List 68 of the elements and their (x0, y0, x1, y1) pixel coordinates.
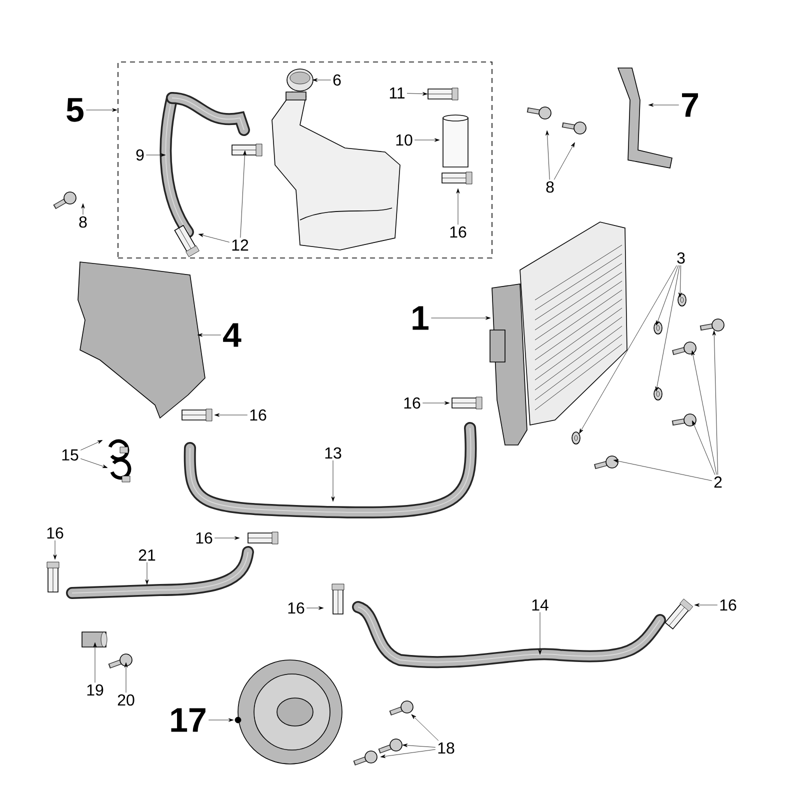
leader-line (214, 536, 240, 540)
leader-line (538, 612, 542, 655)
group-frame (118, 62, 492, 258)
callout-number: 19 (87, 684, 104, 696)
callout-number: 14 (532, 600, 548, 610)
leader-line (86, 108, 118, 112)
callout-number: 16 (450, 226, 466, 238)
leader-line (456, 188, 460, 225)
leader-line (678, 265, 682, 298)
leader-line (197, 333, 222, 337)
callout-number: 3 (677, 252, 685, 264)
callout-number: 16 (288, 602, 304, 614)
callout-number: 18 (438, 742, 454, 754)
leader-line (712, 330, 718, 475)
leader-line (306, 606, 324, 610)
leader-line (93, 642, 97, 683)
leader-line (406, 92, 428, 96)
callout-number: 16 (196, 532, 212, 544)
part-number: 5 (66, 98, 84, 122)
callout-number: 16 (250, 409, 266, 421)
leader-line (648, 103, 680, 107)
leader-line (613, 459, 712, 481)
leader-line (656, 265, 678, 326)
leader-line (380, 749, 436, 758)
leader-line (692, 420, 716, 475)
callout-number: 8 (546, 181, 554, 193)
leader-line (691, 350, 717, 475)
leader-line (414, 138, 440, 142)
leader-line (214, 413, 248, 417)
leader-line (312, 78, 332, 82)
leader-line (579, 265, 677, 434)
callout-number: 15 (62, 449, 78, 461)
callout-number: 6 (333, 74, 341, 86)
callout-number: 8 (79, 216, 87, 228)
leader-line (240, 150, 246, 238)
callout-number: 10 (396, 134, 412, 146)
leader-line (554, 142, 575, 180)
leader-line (546, 130, 550, 180)
callout-number: 21 (138, 549, 156, 561)
leader-line (198, 234, 230, 242)
leader-line (53, 540, 57, 560)
leader-line (80, 458, 108, 468)
part-number: 4 (223, 323, 242, 347)
callout-number: 13 (325, 447, 342, 459)
leader-line (694, 603, 718, 607)
leader-line (331, 460, 335, 502)
callout-number: 20 (118, 694, 134, 706)
callout-number: 16 (404, 397, 420, 409)
leader-line (655, 265, 680, 392)
callout-number: 16 (47, 527, 64, 539)
part-number: 17 (171, 708, 206, 732)
leader-line (145, 562, 149, 585)
part-number: 1 (412, 306, 428, 330)
part-number: 7 (682, 93, 698, 117)
leader-line (80, 440, 103, 450)
leader-line (402, 744, 436, 748)
leader-line (124, 662, 128, 693)
callout-number: 9 (136, 149, 144, 161)
leader-line (411, 714, 439, 741)
leader-line (81, 203, 85, 215)
callout-number: 2 (714, 476, 722, 488)
callout-number: 12 (232, 239, 248, 251)
leader-line (146, 153, 166, 157)
callout-number: 16 (720, 599, 736, 611)
leader-line (208, 718, 234, 722)
leader-line (422, 401, 450, 405)
leader-line (430, 316, 491, 320)
callout-number: 11 (390, 88, 405, 98)
